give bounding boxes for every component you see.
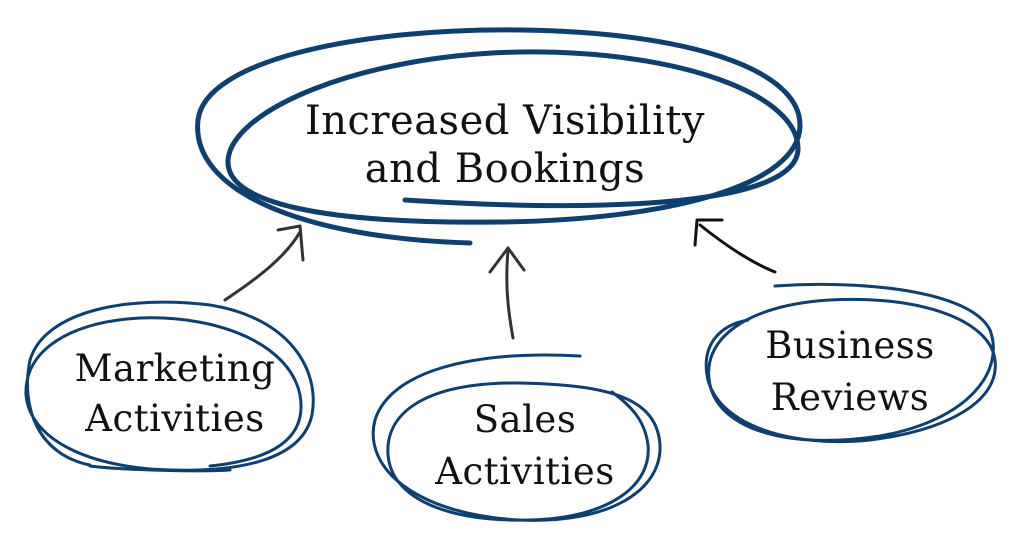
business-reviews-label: Business Reviews (705, 320, 995, 424)
main-goal-scribble (195, 27, 803, 246)
marketing-activities-label: Marketing Activities (40, 344, 310, 444)
arrow-reviews-to-goal (693, 218, 777, 274)
reviews-scribble (704, 282, 997, 444)
marketing-line2: Activities (85, 397, 265, 440)
arrow-marketing-to-goal (223, 224, 305, 302)
main-goal-line1: Increased Visibility (304, 98, 706, 144)
main-goal-label: Increased Visibility and Bookings (250, 97, 760, 193)
sales-line2: Activities (435, 450, 615, 493)
marketing-line1: Marketing (74, 347, 276, 390)
sales-line1: Sales (473, 398, 577, 441)
reviews-line2: Reviews (770, 376, 930, 419)
sales-activities-label: Sales Activities (385, 394, 665, 498)
marketing-scribble (24, 300, 315, 473)
main-goal-line2: and Bookings (364, 146, 646, 192)
arrow-sales-to-goal (488, 246, 526, 340)
sales-scribble (371, 353, 662, 522)
reviews-line1: Business (765, 324, 935, 367)
